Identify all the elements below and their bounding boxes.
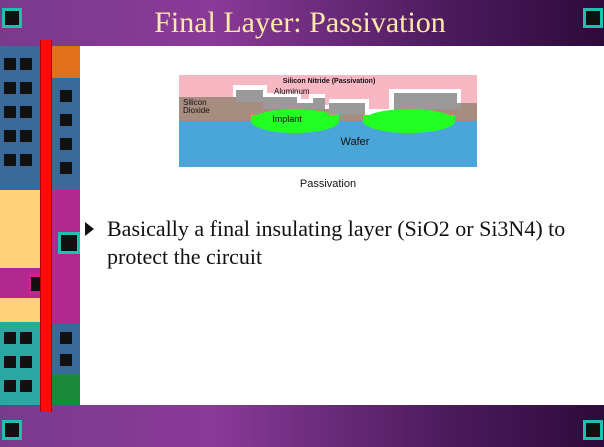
square-icon xyxy=(20,356,32,368)
square-icon xyxy=(4,380,16,392)
square-icon xyxy=(60,162,72,174)
square-icon xyxy=(60,138,72,150)
square-icon xyxy=(4,332,16,344)
aluminum-label: Aluminum xyxy=(274,87,310,96)
corner-square-icon xyxy=(583,420,603,440)
square-icon xyxy=(20,154,32,166)
square-icon xyxy=(20,58,32,70)
square-icon xyxy=(60,90,72,102)
square-icon xyxy=(60,332,72,344)
square-icon xyxy=(20,106,32,118)
square-icon xyxy=(20,130,32,142)
slide-title: Final Layer: Passivation xyxy=(154,6,446,39)
title-bar xyxy=(0,0,604,46)
passivation-cross-section-diagram: Silicon Nitride (Passivation) Aluminum S… xyxy=(179,75,477,167)
square-icon xyxy=(4,154,16,166)
square-icon xyxy=(4,58,16,70)
bottom-bar xyxy=(0,405,604,447)
bullet-text: Basically a final insulating layer (SiO2… xyxy=(107,216,566,269)
aluminum-layer xyxy=(236,90,325,109)
nitride-label: Silicon Nitride (Passivation) xyxy=(283,78,376,85)
square-icon xyxy=(20,380,32,392)
triangle-bullet-icon xyxy=(85,222,94,236)
corner-square-icon xyxy=(583,8,603,28)
square-icon xyxy=(4,130,16,142)
square-icon xyxy=(20,332,32,344)
nitride-layer xyxy=(179,75,477,109)
figure-caption: Passivation xyxy=(299,178,357,190)
oxide-label-line2: Dioxide xyxy=(183,106,210,115)
oxide-label-line1: Silicon xyxy=(183,98,207,107)
square-icon xyxy=(4,356,16,368)
teal-square-icon xyxy=(58,232,80,254)
corner-square-icon xyxy=(2,420,22,440)
square-icon xyxy=(60,354,72,366)
red-vertical-bar xyxy=(40,40,52,412)
bullet-item: Basically a final insulating layer (SiO2… xyxy=(85,215,577,271)
square-icon xyxy=(60,114,72,126)
corner-square-icon xyxy=(2,8,22,28)
square-icon xyxy=(20,82,32,94)
square-icon xyxy=(4,106,16,118)
square-icon xyxy=(4,82,16,94)
wafer-label: Wafer xyxy=(341,136,370,148)
implant-label: Implant xyxy=(272,114,302,124)
